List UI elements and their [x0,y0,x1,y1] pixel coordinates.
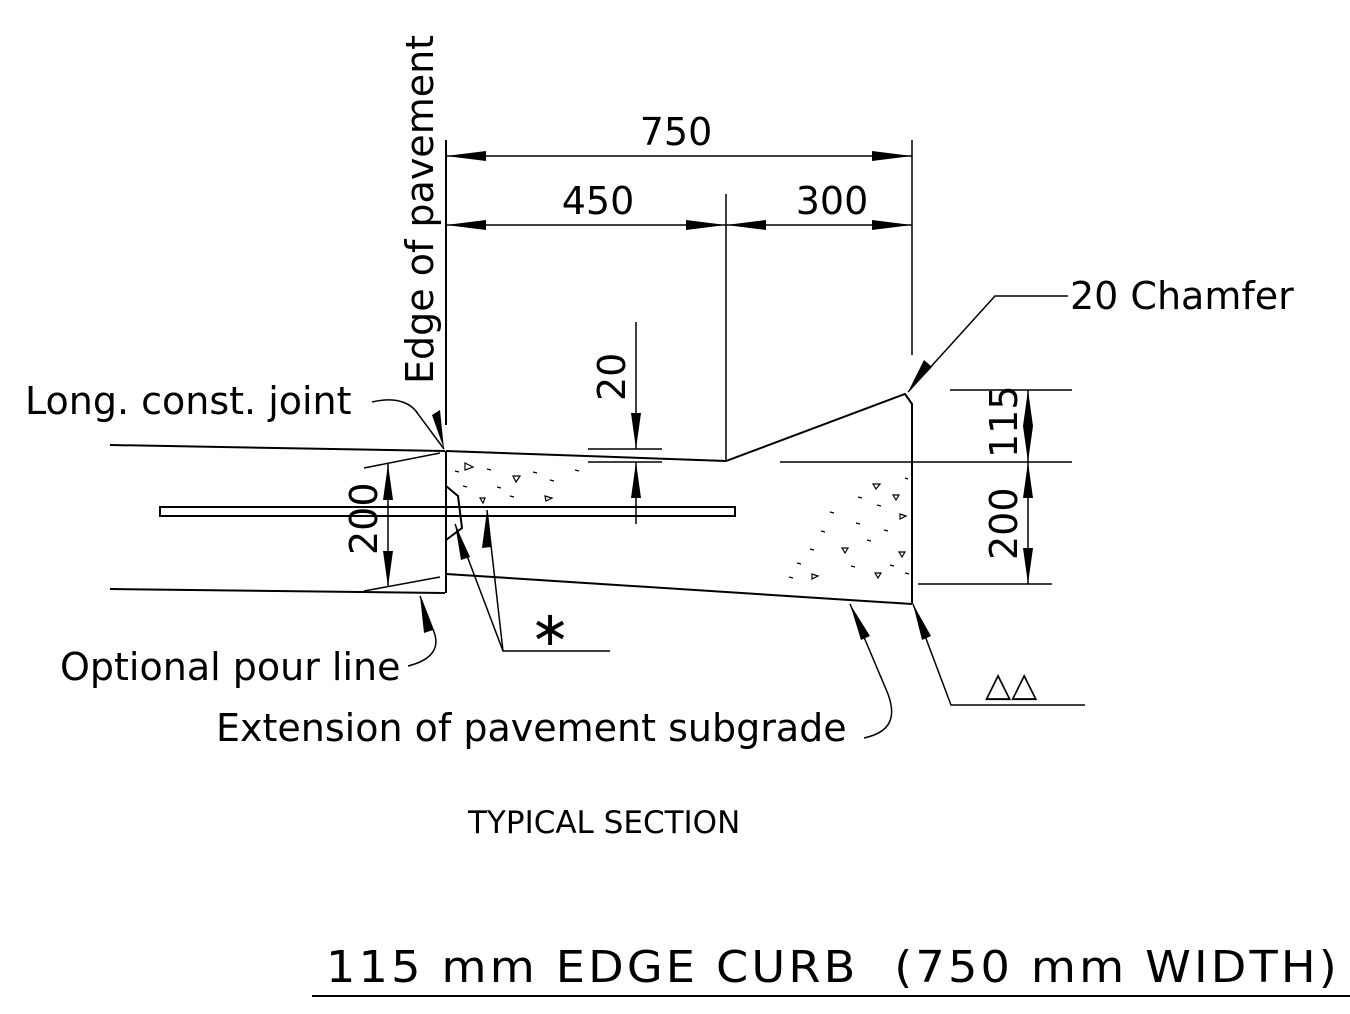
optional-pour-line-label: Optional pour line [60,645,400,689]
dimension-200-left-label: 200 [342,482,386,555]
dimension-20-label: 20 [590,353,634,401]
asterisk-leader [454,509,610,652]
tie-bar [159,506,736,517]
delta-leader [912,603,1085,706]
slab-depth-ext-bottom [363,576,441,592]
dimension-20 [631,322,641,524]
dimension-450 [446,220,726,230]
slab-depth-ext-top [363,452,441,469]
joint-keyway [445,485,464,541]
curb-bottom-line [445,573,913,605]
edge-of-pavement-label: Edge of pavement [398,35,442,384]
optional-pour-line-leader [407,595,437,667]
pavement-bottom-line [109,588,446,594]
long-const-joint-label: Long. const. joint [25,379,352,423]
chamfer-label: 20 Chamfer [1070,274,1294,318]
chamfer-leader [907,295,1068,393]
delta-note: △△ [985,665,1038,705]
asterisk-note: ∗ [530,601,570,657]
dimension-300-label: 300 [796,179,869,223]
concrete-stipple [454,462,910,580]
dimension-300 [726,220,912,230]
drawing-title: 115 mm EDGE CURB (750 mm WIDTH) [326,942,1340,993]
dimension-750-label: 750 [640,110,713,154]
dimension-450-label: 450 [562,179,635,223]
dimension-750 [446,151,912,161]
dimension-200-right-label: 200 [982,487,1026,560]
dimension-200-left [383,464,393,587]
curb-top-surface [445,392,913,604]
pavement-top-line [109,444,446,452]
long-const-joint-leader [371,399,445,450]
dimension-115-label: 115 [982,385,1026,458]
extension-subgrade-label: Extension of pavement subgrade [216,706,847,750]
section-caption: TYPICAL SECTION [467,805,740,841]
dimension-200-right [1023,462,1033,584]
subgrade-leader [849,603,893,739]
dimension-115 [1023,390,1033,462]
